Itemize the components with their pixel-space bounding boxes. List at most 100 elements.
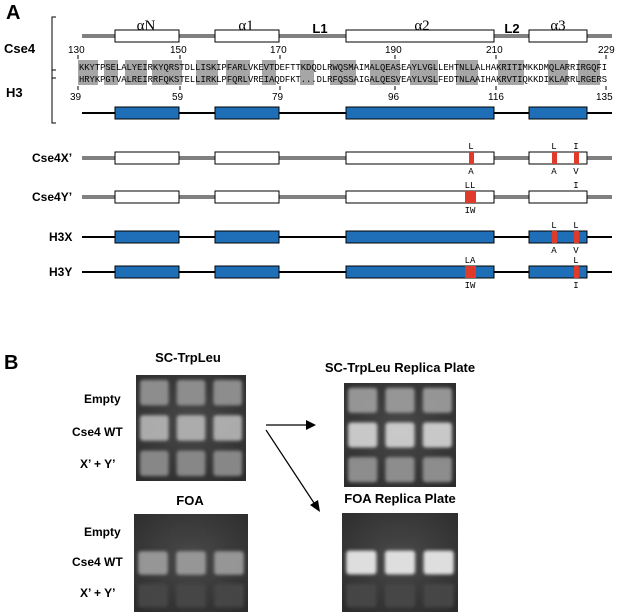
cse4-tick: 229 — [598, 45, 615, 56]
mutation-wt-residue: L — [551, 142, 556, 152]
row-label-xy: X’ + Y’ — [80, 457, 115, 471]
h3-tick: 39 — [70, 92, 82, 103]
construct-h3y-helix-3 — [528, 265, 588, 279]
construct-h3x-label: H3X — [49, 230, 72, 244]
region-l1-label: L1 — [312, 21, 327, 36]
yeast-spot — [176, 415, 206, 441]
plate-sc-trpleu-replica — [344, 383, 456, 487]
yeast-spot — [213, 450, 242, 477]
yeast-spot — [422, 457, 452, 483]
mutation-new-residue: I — [573, 281, 578, 291]
yeast-spot — [385, 422, 415, 448]
yeast-spot — [423, 583, 454, 608]
yeast-spot — [138, 551, 168, 575]
cse4-row-label: Cse4 — [4, 41, 36, 56]
cse4-helix-alpha-1 — [214, 29, 280, 43]
mutation-wt-residue: L — [573, 256, 578, 266]
construct-cse4y-helix-2 — [345, 190, 495, 204]
plate-title-foa: FOA — [176, 493, 204, 508]
cse4-tick: 130 — [68, 45, 85, 56]
panel-b-label: B — [4, 352, 18, 374]
mutation-wt-residue: L — [551, 221, 556, 231]
construct-h3y-helix-2 — [345, 265, 495, 279]
yeast-spot — [348, 387, 378, 413]
h3-tick: 96 — [388, 92, 400, 103]
construct-h3x-helix-1 — [214, 230, 280, 244]
h3-bracket — [51, 69, 56, 124]
construct-cse4y-label: Cse4Y’ — [32, 190, 72, 204]
h3-residue-ticks: 39 59 79 96 116 135 — [70, 86, 613, 103]
yeast-spot — [384, 550, 416, 575]
yeast-spot — [385, 387, 415, 413]
h3-helix-alpha-n — [114, 106, 180, 120]
yeast-spot — [385, 457, 415, 483]
mutation-wt-residue: LL — [465, 181, 476, 191]
yeast-spot — [176, 551, 206, 575]
mutation-marker — [465, 191, 476, 203]
construct-cse4x-helix-n — [114, 151, 180, 165]
cse4-tick: 190 — [385, 45, 402, 56]
cse4-sequence: KKYTPSELALYEIRKYQRSTDLLISKIPFARLVKEVTDEF… — [79, 62, 607, 73]
mutation-marker — [465, 266, 476, 278]
yeast-spot — [138, 518, 168, 543]
construct-cse4x-helix-3 — [528, 151, 588, 165]
region-l2-label: L2 — [504, 21, 519, 36]
mutation-wt-residue: I — [573, 181, 578, 191]
plate-foa — [134, 514, 248, 612]
construct-h3x-helix-3 — [528, 230, 588, 244]
row-label-cse4-wt: Cse4 WT — [72, 425, 123, 439]
plate-sc-trpleu — [136, 375, 246, 481]
cse4-helix-alpha-2 — [345, 29, 495, 43]
mutation-wt-residue: I — [573, 142, 578, 152]
h3-helix-alpha-1 — [214, 106, 280, 120]
row-label-cse4-wt: Cse4 WT — [72, 555, 123, 569]
yeast-spot — [213, 379, 242, 406]
yeast-spot — [346, 517, 377, 542]
construct-h3y-helix-1 — [214, 265, 280, 279]
cse4-bracket — [51, 16, 56, 79]
replica-arrow-sc — [266, 420, 316, 430]
panel-a-label: A — [6, 2, 20, 24]
row-label-xy: X’ + Y’ — [80, 586, 115, 600]
h3-helix-alpha-3 — [528, 106, 588, 120]
h3-helix-alpha-2 — [345, 106, 495, 120]
row-label-empty: Empty — [84, 525, 121, 539]
yeast-spot — [138, 583, 168, 608]
yeast-spot — [213, 415, 242, 441]
yeast-spot — [176, 379, 206, 406]
construct-h3x-helix-2 — [345, 230, 495, 244]
yeast-spot — [176, 518, 206, 543]
mutation-new-residue: IW — [465, 206, 476, 216]
yeast-spot — [214, 583, 244, 608]
row-label-empty: Empty — [84, 392, 121, 406]
mutation-new-residue: V — [573, 246, 579, 256]
construct-cse4y-helix-1 — [214, 190, 280, 204]
yeast-spot — [422, 422, 452, 448]
construct-h3y-helix-n — [114, 265, 180, 279]
construct-cse4y-helix-3 — [528, 190, 588, 204]
yeast-spot — [140, 450, 169, 477]
mutation-new-residue: IW — [465, 281, 476, 291]
construct-cse4x-helix-2 — [345, 151, 495, 165]
yeast-spot — [348, 422, 378, 448]
plate-foa-replica — [342, 513, 458, 612]
yeast-spot — [384, 583, 416, 608]
cse4-tick: 170 — [270, 45, 287, 56]
mutation-marker — [552, 152, 557, 164]
yeast-spot — [176, 583, 206, 608]
mutation-wt-residue: L — [468, 142, 473, 152]
mutation-wt-residue: LA — [465, 256, 476, 266]
h3-tick: 79 — [272, 92, 284, 103]
construct-cse4x-helix-1 — [214, 151, 280, 165]
mutation-wt-residue: L — [573, 221, 578, 231]
h3-sequence: HRYKPGTVALREIRRFQKSTELLIRKLPFQRLVREIAQDF… — [79, 74, 607, 85]
mutation-marker — [574, 266, 579, 278]
yeast-spot — [423, 550, 454, 575]
yeast-spot — [348, 457, 378, 483]
mutation-new-residue: V — [573, 167, 579, 177]
mutation-marker — [552, 231, 557, 243]
yeast-spot — [422, 387, 452, 413]
construct-cse4y-helix-n — [114, 190, 180, 204]
construct-h3x-helix-n — [114, 230, 180, 244]
